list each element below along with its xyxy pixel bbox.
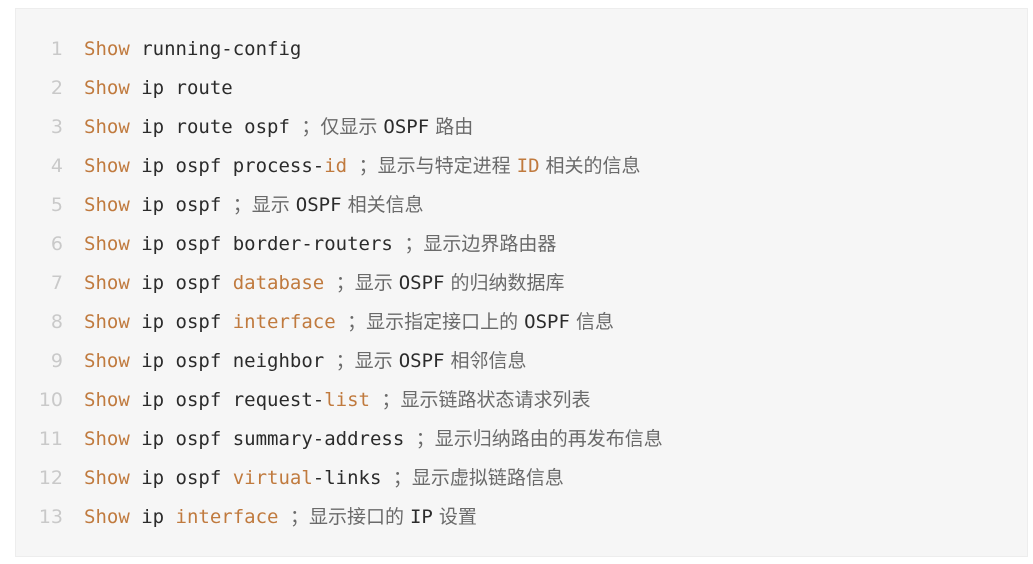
code-keyword: id — [324, 155, 348, 177]
code-text: ip ospf — [129, 194, 233, 216]
code-comment: 相关信息 — [341, 194, 424, 216]
comment-code-term: IP — [409, 506, 433, 528]
code-text: ip ospf — [129, 272, 233, 294]
code-line: 3 Show ip route ospf ；仅显示 OSPF 路由 — [16, 108, 663, 147]
code-comment: 相邻信息 — [444, 350, 527, 372]
code-text — [336, 311, 347, 333]
code-text: ip ospf neighbor — [129, 350, 336, 372]
line-number: 11 — [38, 428, 63, 450]
code-comment: 相关的信息 — [539, 155, 641, 177]
line-number: 2 — [50, 77, 63, 99]
code-line: 11 Show ip ospf summary-address ；显示归纳路由的再… — [16, 420, 663, 459]
code-text: ip route — [129, 77, 233, 99]
line-number: 9 — [50, 350, 63, 372]
code-comment: ；显示虚拟链路信息 — [392, 467, 564, 489]
code-keyword: Show — [84, 389, 130, 411]
code-keyword: interface — [232, 311, 336, 333]
code-text — [324, 272, 335, 294]
line-number: 5 — [50, 194, 63, 216]
line-number: 1 — [50, 38, 63, 60]
comment-code-term: OSPF — [295, 194, 342, 216]
code-comment: ；显示指定接口上的 — [347, 311, 525, 333]
comment-keyword: ID — [516, 155, 540, 177]
line-number: 4 — [50, 155, 63, 177]
code-comment: 设置 — [432, 506, 477, 528]
code-text: ip ospf — [129, 467, 233, 489]
code-text — [347, 155, 358, 177]
code-keyword: Show — [84, 506, 130, 528]
code-text: ip ospf process- — [129, 155, 325, 177]
code-text — [370, 389, 381, 411]
code-comment: ；显示链路状态请求列表 — [381, 389, 591, 411]
code-comment: ；显示边界路由器 — [404, 233, 557, 255]
code-keyword: list — [324, 389, 370, 411]
code-comment: 路由 — [429, 116, 474, 138]
line-number: 13 — [38, 506, 63, 528]
code-keyword: Show — [84, 350, 130, 372]
code-keyword: virtual — [232, 467, 313, 489]
comment-code-term: OSPF — [524, 311, 570, 333]
code-line: 7 Show ip ospf database ；显示 OSPF 的归纳数据库 — [16, 264, 663, 303]
code-keyword: Show — [84, 428, 130, 450]
comment-code-term: OSPF — [398, 272, 445, 294]
code-text: ip ospf request- — [129, 389, 325, 411]
code-comment: ；显示 — [232, 194, 296, 216]
line-number: 6 — [50, 233, 63, 255]
code-text: ip — [129, 506, 176, 528]
code-text — [278, 506, 289, 528]
code-text: running-config — [129, 38, 302, 60]
code-keyword: Show — [84, 311, 130, 333]
code-comment: ；显示接口的 — [289, 506, 410, 528]
code-line: 9 Show ip ospf neighbor ；显示 OSPF 相邻信息 — [16, 342, 663, 381]
code-keyword: Show — [84, 194, 130, 216]
code-line: 10 Show ip ospf request-list ；显示链路状态请求列表 — [16, 381, 663, 420]
code-comment: ；仅显示 — [301, 116, 384, 138]
code-line: 6 Show ip ospf border-routers ；显示边界路由器 — [16, 225, 663, 264]
code-keyword: Show — [84, 467, 130, 489]
code-text: -links — [312, 467, 393, 489]
code-comment: ；显示 — [335, 272, 399, 294]
code-line: 1 Show running-config — [16, 30, 663, 69]
code-text: ip ospf — [129, 311, 233, 333]
code-keyword: Show — [84, 77, 130, 99]
line-number: 7 — [50, 272, 63, 294]
line-number: 10 — [38, 389, 63, 411]
code-text: ip ospf summary-address — [129, 428, 416, 450]
code-keyword: Show — [84, 233, 130, 255]
code-keyword: Show — [84, 116, 130, 138]
code-line: 8 Show ip ospf interface ；显示指定接口上的 OSPF 信… — [16, 303, 663, 342]
code-text: ip ospf border-routers — [129, 233, 405, 255]
line-number: 3 — [50, 116, 63, 138]
code-comment: 信息 — [569, 311, 614, 333]
code-comment: ；显示归纳路由的再发布信息 — [415, 428, 663, 450]
code-line: 12 Show ip ospf virtual-links ；显示虚拟链路信息 — [16, 459, 663, 498]
code-keyword: Show — [84, 272, 130, 294]
code-line: 13 Show ip interface ；显示接口的 IP 设置 — [16, 498, 663, 537]
code-line: 5 Show ip ospf ；显示 OSPF 相关信息 — [16, 186, 663, 225]
code-keyword: database — [232, 272, 325, 294]
comment-code-term: OSPF — [398, 350, 445, 372]
comment-code-term: OSPF — [383, 116, 430, 138]
code-comment: 的归纳数据库 — [444, 272, 565, 294]
code-comment: ；显示与特定进程 — [358, 155, 517, 177]
line-number: 12 — [38, 467, 63, 489]
code-keyword: Show — [84, 38, 130, 60]
code-line: 4 Show ip ospf process-id ；显示与特定进程 ID 相关的… — [16, 147, 663, 186]
code-line: 2 Show ip route — [16, 69, 663, 108]
line-number: 8 — [50, 311, 63, 333]
code-text: ip route ospf — [129, 116, 302, 138]
code-comment: ；显示 — [335, 350, 399, 372]
code-keyword: interface — [175, 506, 279, 528]
code-keyword: Show — [84, 155, 130, 177]
